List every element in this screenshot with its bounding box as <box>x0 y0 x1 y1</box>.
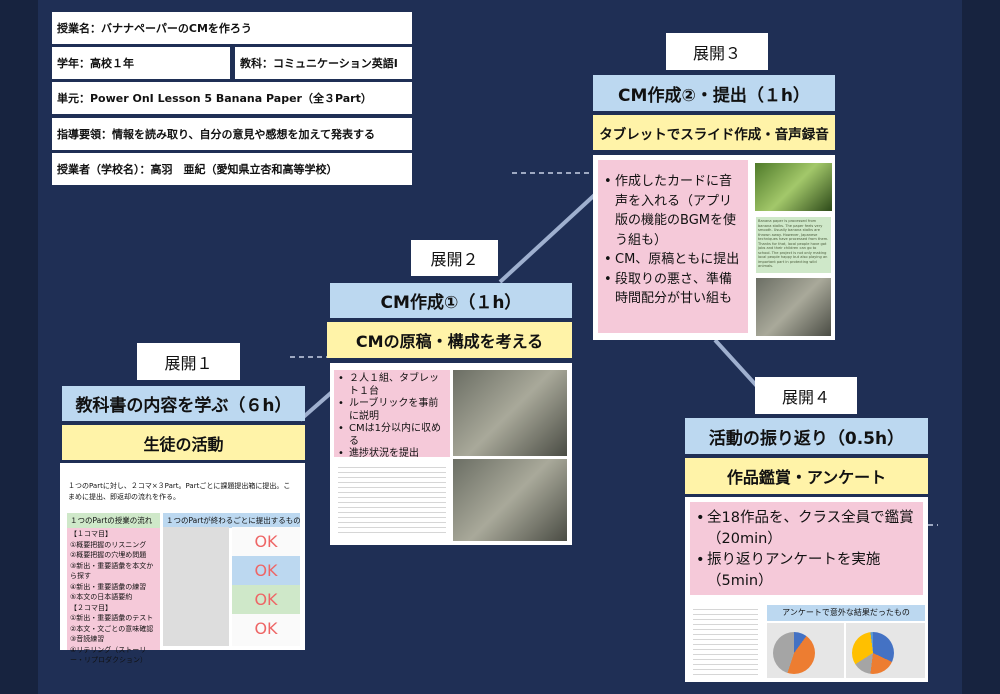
flow-item: ③音読練習 <box>70 635 105 643</box>
stage3-bullets: 作成したカードに音声を入れる（アプリ版の機能のBGMを使う組も） CM、原稿とも… <box>598 160 748 333</box>
flow-panel: １つのPartの授業の流れ 【１コマ目】 ①概要把握のリスニング ②概要把握の穴… <box>67 513 160 664</box>
stage2-bullets: ２人１組、タブレット１台 ルーブリックを事前に説明 CMは1分以内に収める 進捗… <box>334 370 450 460</box>
flow-item: 【１コマ目】 <box>70 530 112 538</box>
stage2-title: CM作成①（１h） <box>330 283 572 318</box>
bullet: CMは1分以内に収める <box>338 423 446 448</box>
survey-title: アンケートで意外な結果だったもの <box>767 605 925 621</box>
bullet: ２人１組、タブレット１台 <box>338 373 446 398</box>
flow-item: ②概要把握の穴埋め問題 <box>70 551 147 559</box>
bullet: 作成したカードに音声を入れる（アプリ版の機能のBGMを使う組も） <box>604 172 742 250</box>
pie <box>773 632 815 674</box>
stage1-label: 展開１ <box>137 343 240 380</box>
teacher: 授業者（学校名）：高羽 亜紀（愛知県立杏和高等学校） <box>52 153 412 185</box>
students-photo <box>453 459 567 541</box>
stage1-intro: １つのPartに対し、２コマ×３Part。Partごとに課題提出箱に提出。こまめ… <box>68 482 291 501</box>
stage3-title: CM作成②・提出（１h） <box>593 75 835 111</box>
flow-item: ③新出・重要語彙を本文から探す <box>70 561 154 581</box>
ok-mark: OK <box>254 619 278 638</box>
tablet-photo <box>453 370 567 456</box>
bullet: 段取りの悪さ、準備時間配分が甘い組も <box>604 270 742 309</box>
cm-script-slide: Banana paper is processed from banana st… <box>756 217 831 273</box>
ok-mark: OK <box>232 556 300 585</box>
stage4-label: 展開４ <box>755 377 857 414</box>
flow-item: ④新出・重要語彙の練習 <box>70 582 147 591</box>
recording-photo <box>756 278 831 336</box>
stage4-subtitle: 作品鑑賞・アンケート <box>685 458 928 494</box>
bullet: 進捗状況を提出 <box>338 448 446 461</box>
ok-mark: OK <box>232 585 300 614</box>
subject: 教科：コミュニケーション英語Ⅰ <box>235 47 412 79</box>
script-worksheet <box>338 463 446 535</box>
stage1-card: １つのPartに対し、２コマ×３Part。Partごとに課題提出箱に提出。こまめ… <box>60 463 305 664</box>
survey-sheet <box>693 605 758 677</box>
stage3-card: 作成したカードに音声を入れる（アプリ版の機能のBGMを使う組も） CM、原稿とも… <box>593 155 835 340</box>
right-band <box>962 0 1000 694</box>
guideline: 指導要領：情報を読み取り、自分の意見や感想を加えて発表する <box>52 118 412 150</box>
stage2-card: ２人１組、タブレット１台 ルーブリックを事前に説明 CMは1分以内に収める 進捗… <box>330 363 572 545</box>
pie-chart-2 <box>846 623 925 678</box>
flow-header: １つのPartの授業の流れ <box>67 513 160 528</box>
grade: 学年：高校１年 <box>52 47 230 79</box>
flow-item: ④リテリング（ストーリー・リプロダクション） <box>70 645 147 665</box>
bullet: 振り返りアンケートを実施（5min） <box>696 550 917 592</box>
unit: 単元：Power OnⅠ Lesson 5 Banana Paper（全３Par… <box>52 82 412 114</box>
stage4-card: 全18作品を、クラス全員で鑑賞（20min） 振り返りアンケートを実施（5min… <box>685 497 928 682</box>
stage3-subtitle: タブレットでスライド作成・音声録音 <box>593 115 835 150</box>
stage3-label: 展開３ <box>666 33 768 70</box>
flow-list: 【１コマ目】 ①概要把握のリスニング ②概要把握の穴埋め問題 ③新出・重要語彙を… <box>67 528 160 664</box>
lesson-name: 授業名：バナナペーパーのCMを作ろう <box>52 12 412 44</box>
submit-header: １つのPartが終わるごとに提出するもの <box>163 513 300 528</box>
flow-item: ②本文・文ごとの意味確認 <box>70 624 154 633</box>
ok-mark: OK <box>254 532 278 551</box>
worksheet-photos <box>163 527 229 646</box>
stage2-label: 展開２ <box>411 240 498 276</box>
stage2-subtitle: CMの原稿・構成を考える <box>327 322 572 358</box>
pie <box>852 632 894 674</box>
flow-item: 【２コマ目】 <box>70 603 112 612</box>
bullet: CM、原稿ともに提出 <box>604 250 742 270</box>
stage1-subtitle: 生徒の活動 <box>62 425 305 460</box>
banana-photo <box>755 163 832 211</box>
bullet: ルーブリックを事前に説明 <box>338 398 446 423</box>
flow-item: ①新出・重要語彙のテスト <box>70 614 154 622</box>
stage4-title: 活動の振り返り（0.5h） <box>685 418 928 454</box>
pie-chart-1 <box>767 623 844 678</box>
stage4-bullets: 全18作品を、クラス全員で鑑賞（20min） 振り返りアンケートを実施（5min… <box>690 502 923 595</box>
bullet: 全18作品を、クラス全員で鑑賞（20min） <box>696 508 917 550</box>
flow-item: ①概要把握のリスニング <box>70 540 147 549</box>
left-band <box>0 0 38 694</box>
stage1-title: 教科書の内容を学ぶ（６h） <box>62 386 305 421</box>
flow-item: ⑤本文の日本語要約 <box>70 593 133 601</box>
